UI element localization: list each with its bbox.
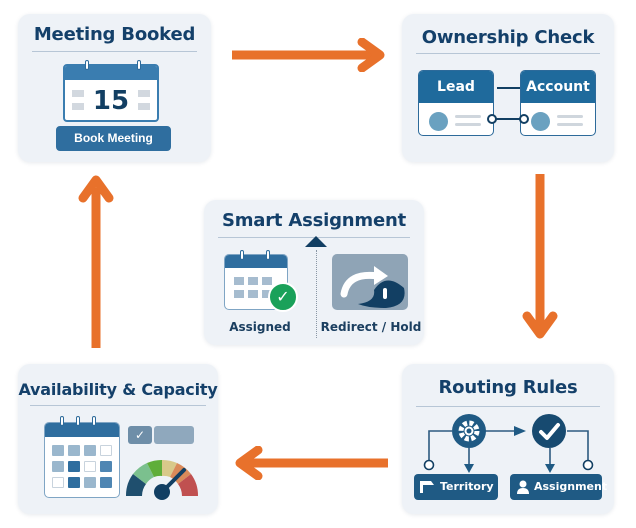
entity-label: Account (521, 71, 595, 103)
divider (30, 405, 206, 406)
connector-node (487, 114, 497, 124)
calendar-ring (76, 416, 80, 426)
assignment-rule[interactable]: Assignment (510, 474, 607, 500)
flow-arrow-down (522, 174, 558, 339)
book-meeting-button[interactable]: Book Meeting (56, 126, 171, 151)
availability-toggle[interactable]: ✓ (128, 426, 194, 444)
divider (316, 250, 317, 338)
calendar-day: 15 (92, 86, 130, 116)
calendar-ring (240, 250, 244, 260)
entity-label: Lead (419, 71, 493, 103)
card-title: Meeting Booked (33, 24, 196, 45)
check-icon: ✓ (128, 426, 152, 444)
card-title: Smart Assignment (221, 210, 407, 231)
card-routing-rules: Routing Rules Territory (402, 364, 614, 514)
territory-label: Territory (440, 480, 494, 493)
card-meeting-booked: Meeting Booked 15 Book Meeting (18, 14, 211, 162)
capacity-gauge-icon (125, 459, 199, 500)
card-ownership-check: Ownership Check Lead Account (402, 14, 614, 162)
entity-lead: Lead (418, 70, 494, 136)
card-smart-assignment: Smart Assignment ✓ Assigned Redirect / H… (204, 200, 424, 345)
calendar-ring (266, 250, 270, 260)
calendar-ring (60, 416, 64, 426)
redirect-hold-label: Redirect / Hold (320, 320, 422, 334)
flow-arrow-left (235, 446, 388, 480)
availability-calendar-icon (44, 422, 120, 498)
check-circle-icon: ✓ (268, 282, 298, 312)
calendar-ring (92, 416, 96, 426)
flow-arrow-up (78, 175, 114, 348)
gear-icon (452, 414, 486, 448)
flag-icon (420, 481, 434, 493)
avatar-icon (429, 112, 448, 131)
card-title: Ownership Check (421, 27, 595, 48)
assigned-label: Assigned (229, 320, 291, 334)
decision-triangle-icon (305, 236, 327, 247)
card-title: Availability & Capacity (18, 380, 218, 399)
calendar-ring (85, 60, 89, 70)
divider (416, 53, 600, 54)
divider (416, 406, 600, 407)
redirect-icon (332, 254, 408, 310)
user-icon (517, 480, 529, 494)
card-availability-capacity: Availability & Capacity ✓ (18, 364, 218, 514)
calendar-icon: 15 (63, 64, 159, 122)
flow-arrow-right (232, 38, 385, 72)
entity-account: Account (520, 70, 596, 136)
avatar-icon (531, 112, 550, 131)
assignment-label: Assignment (534, 480, 608, 493)
check-circle-icon (532, 414, 566, 448)
calendar-ring (137, 60, 141, 70)
card-title: Routing Rules (438, 377, 578, 398)
territory-rule[interactable]: Territory (414, 474, 498, 500)
divider (32, 51, 197, 52)
connector-node (519, 114, 529, 124)
